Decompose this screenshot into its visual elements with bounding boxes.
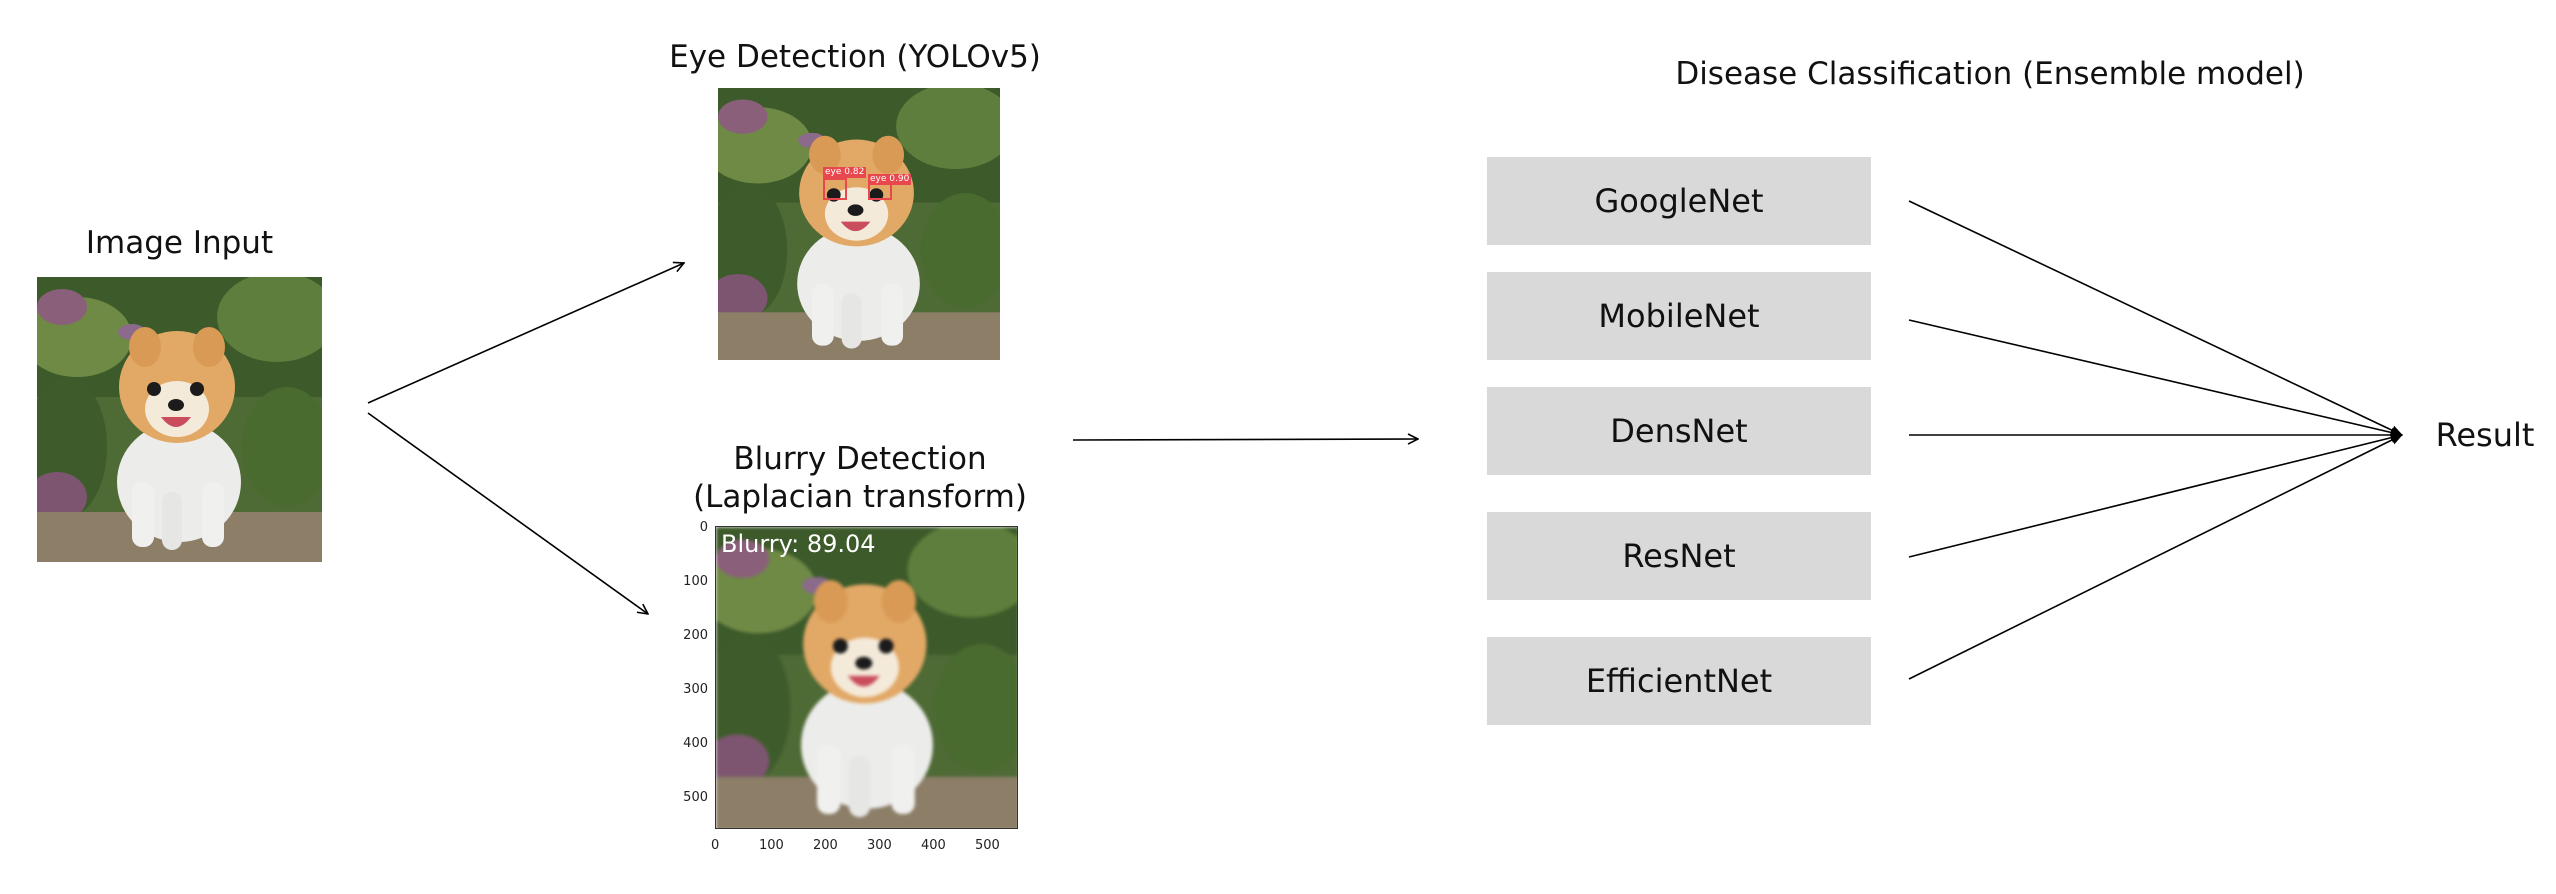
y-tick-label: 0 [699,520,708,535]
input-title: Image Input [85,225,274,261]
eye-bounding-box-left [823,178,847,200]
x-tick-label: 500 [975,838,1000,853]
eye-label-right: eye 0.90 [868,174,912,185]
model-box-efficientnet: EfficientNet [1487,637,1871,725]
arrow-input-to-eye [367,263,684,404]
eye-label-left: eye 0.82 [823,167,867,178]
x-tick-label: 200 [813,838,838,853]
result-label: Result [2435,416,2535,454]
arrow-input-to-blurry [367,412,648,614]
blurry-detection-title: Blurry Detection [733,441,987,477]
y-tick-label: 400 [683,736,708,751]
eye-detection-title: Eye Detection (YOLOv5) [669,39,1041,75]
blurry-score-text: Blurry: 89.04 [721,530,876,558]
eye-detection-image: eye 0.82 eye 0.90 [718,88,1000,360]
arrow-efficientnet-to-result [1908,434,2403,680]
arrow-mobilenet-to-result [1908,319,2403,438]
model-box-mobilenet: MobileNet [1487,272,1871,360]
x-tick-label: 400 [921,838,946,853]
y-tick-label: 100 [683,574,708,589]
blurry-detection-image [715,526,1018,829]
arrow-detection-to-classification [1072,439,1418,440]
model-box-googlenet: GoogleNet [1487,157,1871,245]
classification-title: Disease Classification (Ensemble model) [1675,56,2305,92]
x-tick-label: 300 [867,838,892,853]
arrow-googlenet-to-result [1908,200,2403,436]
model-box-densnet: DensNet [1487,387,1871,475]
y-tick-label: 500 [683,790,708,805]
model-box-resnet: ResNet [1487,512,1871,600]
arrow-resnet-to-result [1908,432,2403,558]
x-tick-label: 100 [759,838,784,853]
y-tick-label: 200 [683,628,708,643]
y-tick-label: 300 [683,682,708,697]
blurry-detection-subtitle: (Laplacian transform) [693,479,1027,515]
x-tick-label: 0 [711,838,720,853]
